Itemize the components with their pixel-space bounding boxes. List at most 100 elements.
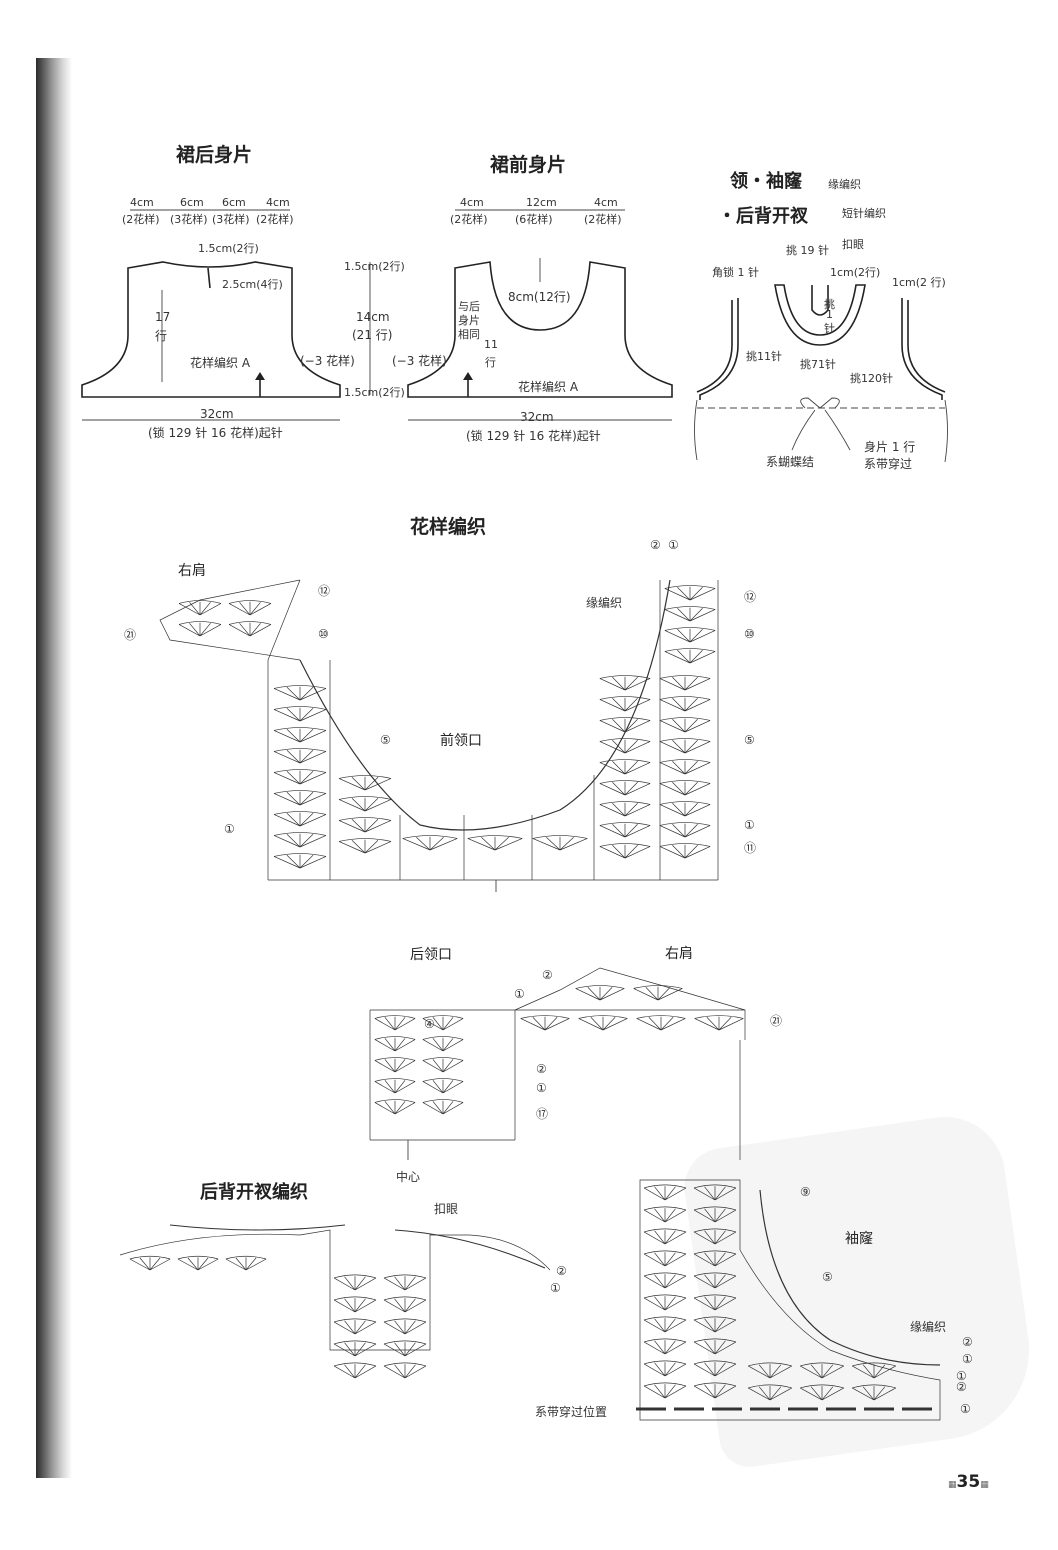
fan-stitch [694, 1015, 744, 1031]
back-count-3: (3花样) [212, 213, 250, 226]
fan-stitch [225, 1255, 267, 1271]
fan-stitch [693, 1228, 737, 1245]
back-side-height: 17 [155, 310, 171, 324]
fan-stitch [693, 1184, 737, 1201]
fan-stitch [422, 1099, 464, 1115]
edging-pick1-b: 1 [826, 308, 833, 321]
chart3-title: 后背开衩编织 [200, 1182, 308, 1203]
fan-stitch [228, 600, 272, 616]
chart1-row-5-left: ⑤ [380, 733, 391, 747]
bow-tie [791, 397, 851, 451]
fan-stitch [273, 769, 327, 785]
edging-corner: 角锁 1 针 [712, 266, 759, 279]
fan-stitch [333, 1296, 377, 1313]
edging-title-1-note: 缘编织 [828, 178, 861, 191]
back-count-1: (2花样) [122, 213, 160, 226]
back-neck-depth: 1.5cm(2行) [198, 242, 259, 255]
fan-stitch [659, 696, 711, 712]
edging-pick1-a: 挑 [824, 298, 835, 311]
back-slit-length: 2.5cm(4行) [222, 278, 283, 291]
fan-stitch [177, 1255, 219, 1271]
edging-body-row: 身片 1 行 [864, 440, 916, 454]
chart1-title: 花样编织 [410, 516, 487, 538]
fan-stitch [338, 775, 392, 791]
fan-stitch [383, 1318, 427, 1335]
fan-stitch [659, 801, 711, 817]
fan-stitch [643, 1316, 687, 1333]
edging-title-1: 领・袖窿 [730, 171, 802, 192]
fan-stitch [599, 738, 651, 754]
fan-stitch [374, 1099, 416, 1115]
chart4-grid [636, 1179, 941, 1421]
edging-pick1-c: 针 [824, 322, 835, 335]
chart2-row-1: ① [536, 1081, 547, 1095]
fan-stitch [747, 1384, 793, 1401]
fan-stitch [273, 706, 327, 722]
fan-stitch [643, 1382, 687, 1399]
fan-stitch [383, 1362, 427, 1379]
fan-stitch [599, 675, 651, 691]
edging-tie-through: 系带穿过 [864, 457, 913, 471]
back-count-2: (3花样) [170, 213, 208, 226]
fan-stitch [333, 1340, 377, 1357]
fan-stitch [578, 1015, 628, 1031]
fan-stitch [599, 717, 651, 733]
back-width-4: 4cm [266, 196, 290, 209]
fan-stitch [333, 1274, 377, 1291]
fan-stitch [747, 1362, 793, 1379]
chart2-center: 中心 [396, 1170, 421, 1184]
front-rows-unit: 行 [485, 356, 496, 369]
fan-stitch [664, 648, 716, 664]
fan-stitch [643, 1184, 687, 1201]
fan-stitch [273, 811, 327, 827]
chart1-row-5-right: ⑤ [744, 733, 755, 747]
chart3-fans [129, 1255, 427, 1379]
chart2-right-shoulder: 右肩 [665, 946, 693, 962]
fan-stitch [532, 835, 588, 851]
chart4-edge-label: 缘编织 [910, 1320, 947, 1334]
fan-stitch [659, 717, 711, 733]
fan-stitch [659, 675, 711, 691]
edging-button-loop: 扣眼 [842, 238, 864, 251]
chart1-row-1-top: ① [668, 538, 679, 552]
chart4-row-2a: ② [962, 1335, 973, 1349]
front-count-3: (2花样) [584, 213, 622, 226]
dim-mid-rows: (21 行) [352, 328, 393, 342]
back-bottom-width: 32cm [200, 407, 234, 421]
fan-stitch [520, 1015, 570, 1031]
chart3-button-loop: 扣眼 [434, 1202, 459, 1216]
fan-stitch [383, 1340, 427, 1357]
fan-stitch [383, 1296, 427, 1313]
chart1-grid [159, 579, 719, 881]
fan-stitch [273, 853, 327, 869]
back-width-3: 6cm [222, 196, 246, 209]
chart2-row-2-top: ② [542, 968, 553, 982]
fan-stitch [422, 1057, 464, 1073]
front-bottom-width: 32cm [520, 410, 554, 424]
edging-pick19: 挑 19 针 [786, 244, 829, 257]
chart1-front-neck: 前领口 [440, 733, 482, 749]
chart2-row-21: ㉑ [770, 1014, 783, 1028]
fan-stitch [575, 985, 625, 1001]
fan-stitch [333, 1318, 377, 1335]
fan-stitch [383, 1274, 427, 1291]
page-number-value: 35 [956, 1472, 981, 1492]
fan-stitch [851, 1384, 897, 1401]
fan-stitch [374, 1057, 416, 1073]
fan-stitch [599, 759, 651, 775]
edging-arm-band: 1cm(2 行) [892, 276, 946, 289]
chart4-row-5: ⑤ [822, 1270, 833, 1284]
fan-stitch [273, 685, 327, 701]
back-side-rows: 行 [155, 329, 168, 343]
front-width-3: 4cm [594, 196, 618, 209]
fan-stitch [338, 817, 392, 833]
front-width-1: 4cm [460, 196, 484, 209]
fan-stitch [659, 780, 711, 796]
fan-stitch [599, 843, 651, 859]
front-cast-on: (锁 129 针 16 花样)起针 [466, 429, 601, 443]
chart1-row-10-right: ⑩ [744, 627, 755, 641]
fan-stitch [659, 738, 711, 754]
fan-stitch [643, 1228, 687, 1245]
front-panel-title: 裙前身片 [490, 154, 567, 176]
fan-stitch [374, 1015, 416, 1031]
